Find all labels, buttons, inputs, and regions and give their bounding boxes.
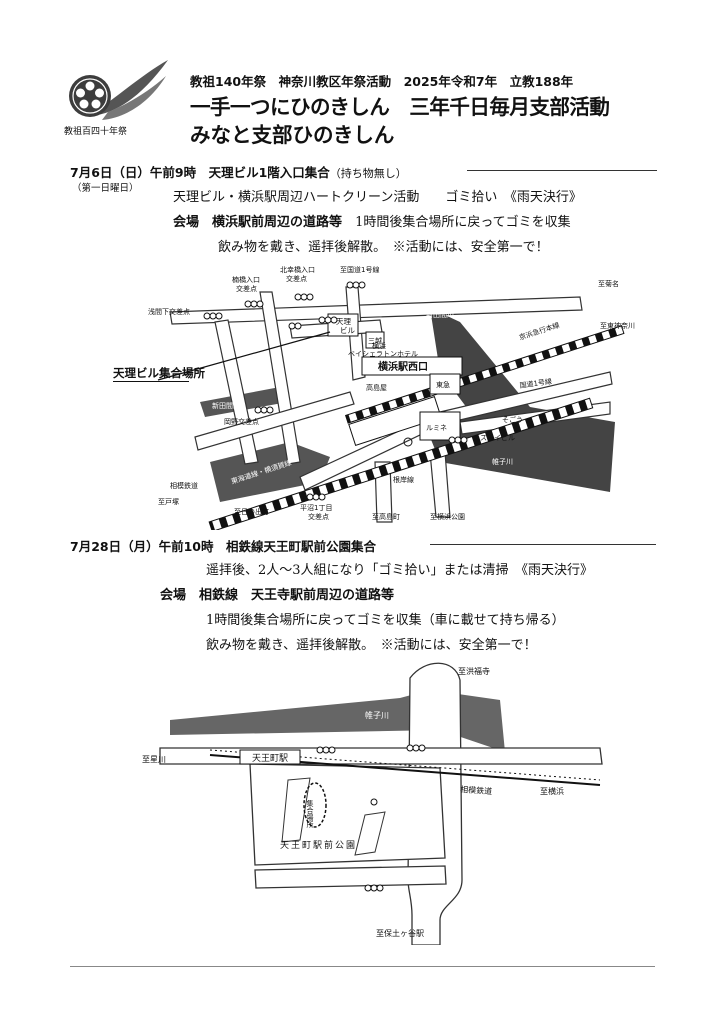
event2-date: 7月28日（月）午前10時 相鉄線天王町駅前公園集合 (70, 539, 376, 554)
header-title: 一手一つにひのきしん 三年千日毎月支部活動 (190, 95, 610, 119)
event1-venue-row: 会場 横浜駅前周辺の道路等 1時間後集合場所に戻ってゴミを収集 (173, 211, 571, 230)
map1-label: 至菊名 (598, 279, 619, 288)
map1-label: 根岸線 (393, 475, 414, 484)
event2-venue-row: 会場 相鉄線 天王寺駅前周辺の道路等 (160, 584, 394, 603)
event2-venue: 相鉄線 天王寺駅前周辺の道路等 (199, 588, 395, 603)
event1-rule (467, 170, 657, 171)
event1-venue-label: 会場 (173, 215, 200, 230)
event2-collect: 1時間後集合場所に戻ってゴミを収集（車に載せて持ち帰る） (206, 613, 565, 628)
map1-label: スカイビル (480, 433, 515, 442)
map2-label: 至横浜 (540, 786, 564, 796)
event1-date: 7月6日（日）午前9時 天理ビル1階入口集合（持ち物無し） (70, 162, 407, 181)
map1-label: 横浜駅西口 (378, 360, 428, 373)
map1-label: 高島屋 (366, 383, 387, 392)
map2-label: 至洪福寺 (458, 666, 490, 676)
map1-label: 交差点 (286, 274, 307, 283)
map1-label: 至東神奈川 (600, 321, 635, 330)
map1-label: 帷子川 (492, 457, 513, 466)
logo-caption: 教祖百四十年祭 (64, 127, 128, 137)
map2-label: 帷子川 (365, 710, 389, 720)
event2-rule (430, 544, 656, 545)
map2-label: 集合場所 (306, 799, 314, 829)
map1-label: 至日の出町 (234, 507, 269, 516)
map1-label: 楠橋入口 (232, 275, 260, 284)
map1-label: ビル (340, 326, 355, 335)
map1-label: 京浜急行本線 (518, 320, 561, 342)
map1-label: 横浜 (372, 341, 386, 350)
map1-label: 三越 (368, 336, 382, 345)
map1-label: 至高島町 (372, 512, 400, 521)
map1-label: 交差点 (236, 284, 257, 293)
map1-label: ルミネ (426, 424, 447, 432)
map2-label: 至保土ヶ谷駅 (376, 928, 424, 938)
map1-label: ベイシェラトンホテル (348, 350, 418, 358)
map1-label: 至国道1号線 (340, 265, 379, 274)
footer-rule (70, 966, 655, 967)
header-branch-title: みなと支部ひのきしん (190, 123, 395, 147)
event1-venue: 横浜駅前周辺の道路等 (212, 215, 343, 230)
event2-venue-label: 会場 (160, 588, 187, 603)
map1-label: 至横浜公園 (430, 512, 465, 521)
event1-activity: 天理ビル・横浜駅周辺ハートクリーン活動 ゴミ拾い 《雨天決行》 (173, 190, 582, 205)
event2-dismiss: 飲み物を戴き、遥拝後解散。 ※活動には、安全第一で！ (206, 638, 537, 653)
event1-date-text: 7月6日（日）午前9時 天理ビル1階入口集合 (70, 165, 330, 180)
map1-label: 新田間川 (426, 310, 454, 319)
map1-label: 新田間川 (212, 401, 240, 410)
map1-label: 平沼1丁目 (300, 503, 332, 512)
map1-label: 岡野交差点 (224, 417, 259, 426)
map1-label: 相模鉄道 (170, 481, 198, 490)
event2-activity: 遥拝後、2人〜3人組になり「ゴミ拾い」または清掃 《雨天決行》 (206, 563, 594, 578)
map1-label: 至戸塚 (158, 497, 179, 506)
map1-label: そごう (502, 415, 523, 424)
yokohama-station-map: 楠橋入口 交差点 北幸橋入口 交差点 至国道1号線 至菊名 浅間下交差点 新田間… (148, 265, 635, 530)
map2-label: 天王町駅 (252, 753, 288, 764)
map2-label: 相模鉄道 (460, 784, 493, 796)
header-subtitle: 教祖140年祭 神奈川教区年祭活動 2025年令和7年 立教188年 (190, 74, 574, 89)
event1-week: （第一日曜日） (72, 183, 139, 194)
map1-label: 東急 (436, 380, 450, 389)
meeting-point-callout: 天理ビル集合場所 (113, 366, 205, 382)
map1-label: 北幸橋入口 (280, 265, 315, 274)
event1-dismiss: 飲み物を戴き、遥拝後解散。 ※活動には、安全第一で！ (218, 240, 549, 255)
map1-label: 天理 (336, 317, 351, 326)
map1-label: 交差点 (308, 512, 329, 521)
tennocho-station-map: 至洪福寺 帷子川 至星川 天王町駅 相模鉄道 至横浜 集合場所 天王町駅前公園 … (142, 662, 603, 945)
event1-venue-extra: 1時間後集合場所に戻ってゴミを収集 (355, 215, 571, 230)
map2-label: 天王町駅前公園 (280, 839, 357, 851)
logo-emblem (69, 60, 168, 120)
map2-label: 至星川 (142, 755, 166, 764)
map1-label: 浅間下交差点 (148, 307, 190, 316)
event1-note: （持ち物無し） (329, 167, 407, 180)
